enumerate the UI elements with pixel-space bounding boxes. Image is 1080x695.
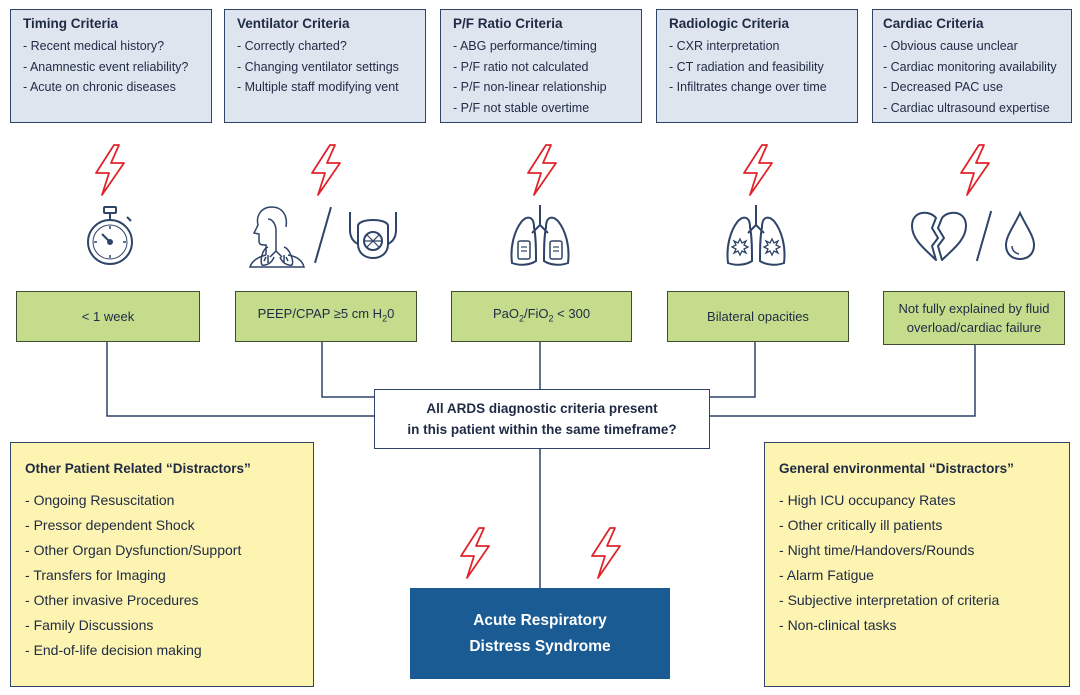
- radiologic-definition: Bilateral opacities: [707, 309, 809, 324]
- list-item: Other critically ill patients: [779, 513, 1069, 538]
- water-drop-icon: [1004, 210, 1036, 261]
- fio-text: /FiO: [523, 306, 549, 322]
- outcome-line2: Distress Syndrome: [469, 637, 611, 655]
- list-item: Alarm Fatigue: [779, 563, 1069, 588]
- timing-criteria-box: Timing Criteria Recent medical history? …: [10, 9, 212, 123]
- cardiac-definition-line2: overload/cardiac failure: [906, 320, 1042, 335]
- ventilator-definition: PEEP/CPAP ≥5 cm H20: [258, 304, 395, 329]
- list-item: Correctly charted?: [237, 36, 415, 57]
- list-item: Obvious cause unclear: [883, 36, 1061, 57]
- list-item: Transfers for Imaging: [25, 563, 313, 588]
- list-item: Family Discussions: [25, 613, 313, 638]
- pf-ratio-definition: PaO2/FiO2 < 300: [493, 304, 590, 329]
- ventilator-definition-box: PEEP/CPAP ≥5 cm H20: [235, 291, 417, 342]
- environmental-distractors-title: General environmental “Distractors”: [779, 461, 1014, 476]
- lightning-icon: [527, 144, 557, 196]
- environmental-distractors-box: General environmental “Distractors” High…: [764, 442, 1070, 687]
- subscript: 2: [548, 313, 554, 324]
- diagnostic-question-box: All ARDS diagnostic criteria present in …: [374, 389, 710, 449]
- lightning-icon: [591, 527, 621, 579]
- list-item: Cardiac monitoring availability: [883, 57, 1061, 78]
- radiologic-definition-box: Bilateral opacities: [667, 291, 849, 342]
- ards-outcome-box: Acute Respiratory Distress Syndrome: [410, 588, 670, 679]
- pf-ratio-definition-box: PaO2/FiO2 < 300: [451, 291, 632, 342]
- list-item: Other invasive Procedures: [25, 588, 313, 613]
- pao-text: PaO: [492, 306, 519, 322]
- outcome-line1: Acute Respiratory: [473, 611, 607, 629]
- list-item: CT radiation and feasibility: [669, 57, 847, 78]
- list-item: High ICU occupancy Rates: [779, 488, 1069, 513]
- pf-ratio-criteria-box: P/F Ratio Criteria ABG performance/timin…: [440, 9, 642, 123]
- threshold-text: < 300: [553, 306, 591, 322]
- timing-definition: < 1 week: [81, 309, 135, 324]
- lightning-icon: [460, 527, 490, 579]
- cardiac-criteria-title: Cardiac Criteria: [883, 16, 984, 31]
- list-item: Recent medical history?: [23, 36, 201, 57]
- ventilator-mask-icon: [349, 212, 397, 260]
- list-item: CXR interpretation: [669, 36, 847, 57]
- peep-suffix: 0: [387, 306, 395, 322]
- list-item: P/F not stable overtime: [453, 98, 631, 119]
- peep-text: PEEP/CPAP ≥5 cm H: [257, 306, 383, 322]
- lightning-icon: [95, 144, 125, 196]
- ventilator-criteria-box: Ventilator Criteria Correctly charted? C…: [224, 9, 426, 123]
- list-item: P/F ratio not calculated: [453, 57, 631, 78]
- list-item: Cardiac ultrasound expertise: [883, 98, 1061, 119]
- list-item: End-of-life decision making: [25, 638, 313, 663]
- cardiac-definition-line1: Not fully explained by fluid: [898, 301, 1050, 316]
- cardiac-criteria-box: Cardiac Criteria Obvious cause unclear C…: [872, 9, 1072, 123]
- lightning-icon: [960, 144, 990, 196]
- timing-definition-box: < 1 week: [16, 291, 200, 342]
- broken-heart-icon: [911, 211, 967, 261]
- question-line2: in this patient within the same timefram…: [407, 422, 677, 437]
- list-item: Decreased PAC use: [883, 77, 1061, 98]
- timing-criteria-title: Timing Criteria: [23, 16, 119, 31]
- list-item: Subjective interpretation of criteria: [779, 588, 1069, 613]
- ventilator-criteria-title: Ventilator Criteria: [237, 16, 350, 31]
- lungs-opacities-icon: [726, 205, 786, 266]
- radiologic-criteria-box: Radiologic Criteria CXR interpretation C…: [656, 9, 858, 123]
- question-line1: All ARDS diagnostic criteria present: [426, 401, 658, 416]
- stopwatch-icon: [87, 206, 133, 265]
- list-item: Multiple staff modifying vent: [237, 77, 415, 98]
- respiratory-system-icon: [248, 206, 305, 268]
- subscript: 2: [518, 313, 524, 324]
- subscript: 2: [382, 313, 388, 324]
- pf-ratio-criteria-title: P/F Ratio Criteria: [453, 16, 563, 31]
- list-item: Acute on chronic diseases: [23, 77, 201, 98]
- list-item: Pressor dependent Shock: [25, 513, 313, 538]
- list-item: Night time/Handovers/Rounds: [779, 538, 1069, 563]
- list-item: Other Organ Dysfunction/Support: [25, 538, 313, 563]
- list-item: Non-clinical tasks: [779, 613, 1069, 638]
- list-item: P/F non-linear relationship: [453, 77, 631, 98]
- list-item: ABG performance/timing: [453, 36, 631, 57]
- list-item: Anamnestic event reliability?: [23, 57, 201, 78]
- list-item: Ongoing Resuscitation: [25, 488, 313, 513]
- lungs-gas-icon: [510, 205, 570, 266]
- lightning-icon: [743, 144, 773, 196]
- radiologic-criteria-title: Radiologic Criteria: [669, 16, 790, 31]
- list-item: Changing ventilator settings: [237, 57, 415, 78]
- cardiac-definition-box: Not fully explained by fluid overload/ca…: [883, 291, 1065, 345]
- list-item: Infiltrates change over time: [669, 77, 847, 98]
- patient-distractors-box: Other Patient Related “Distractors” Ongo…: [10, 442, 314, 687]
- lightning-icon: [311, 144, 341, 196]
- patient-distractors-title: Other Patient Related “Distractors”: [25, 461, 251, 476]
